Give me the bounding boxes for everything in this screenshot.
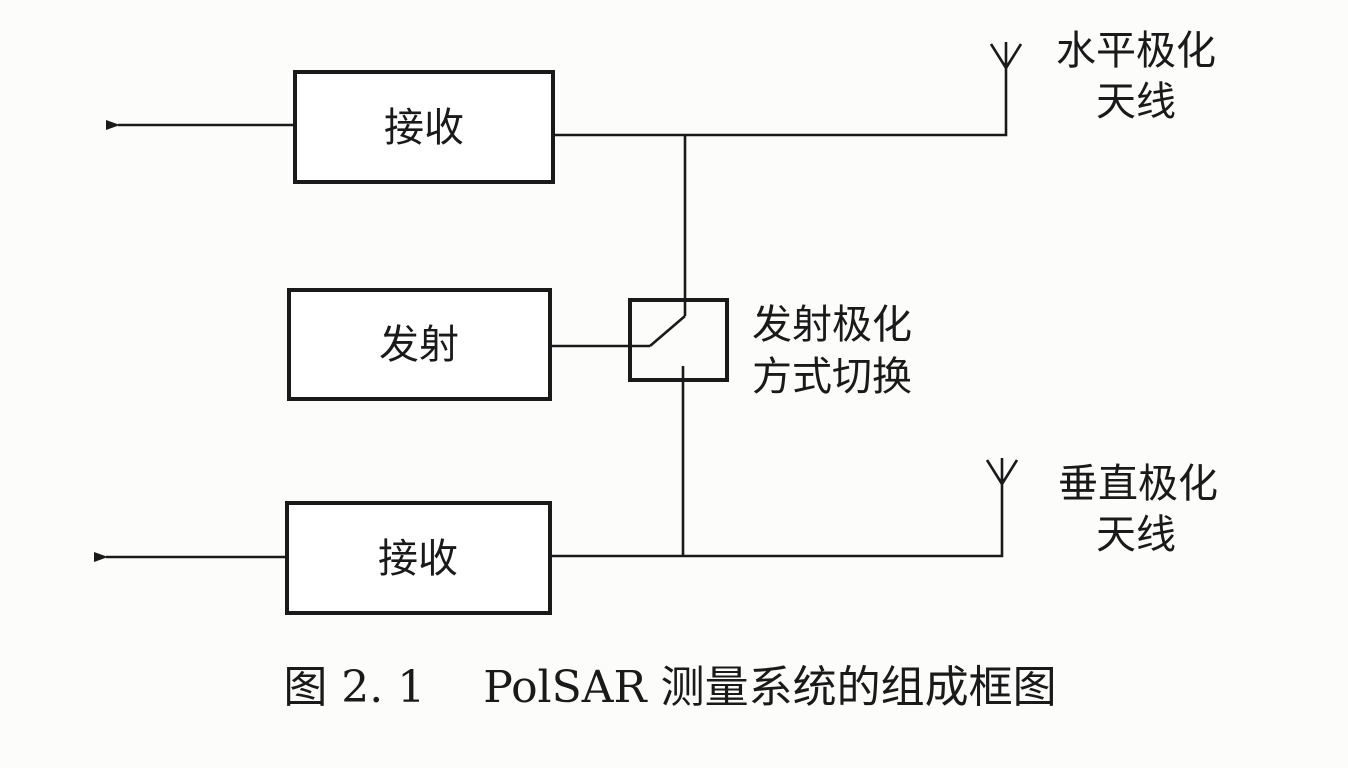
transmitter-label: 发射 <box>379 322 459 368</box>
horizontal-antenna-label-line2: 天线 <box>1096 79 1176 125</box>
horizontal-antenna-feed <box>553 42 1023 137</box>
switch-blade <box>649 315 686 347</box>
polarization-switch <box>550 135 729 556</box>
horizontal-antenna-icon <box>989 42 1023 69</box>
receiver-bottom-block: 接收 <box>285 501 552 615</box>
vertical-antenna-feed <box>550 458 1019 558</box>
vertical-antenna-icon <box>985 458 1019 485</box>
receiver-top-block: 接收 <box>293 70 555 184</box>
receiver-top-box <box>293 70 555 184</box>
switch-box <box>628 298 729 382</box>
vertical-antenna-label-line1: 垂直极化 <box>1058 461 1218 507</box>
vertical-antenna-label: 垂直极化 天线 <box>1058 461 1218 558</box>
horizontal-antenna-label: 水平极化 天线 <box>1056 28 1216 125</box>
transmitter-block: 发射 <box>287 288 552 401</box>
receiver-bottom-box <box>285 501 552 615</box>
horizontal-feed-line <box>553 62 1008 137</box>
switch-label: 发射极化 方式切换 <box>752 302 912 400</box>
figure-caption: 图 2. 1 PolSAR 测量系统的组成框图 <box>283 662 1056 713</box>
vertical-feed-line <box>550 478 1004 558</box>
switch-label-line2: 方式切换 <box>752 354 912 400</box>
switch-label-line1: 发射极化 <box>752 302 912 348</box>
receiver-top-label: 接收 <box>384 105 464 151</box>
receiver-bottom-label: 接收 <box>378 536 458 582</box>
vertical-antenna-label-line2: 天线 <box>1096 512 1176 558</box>
transmitter-box <box>287 288 552 401</box>
horizontal-antenna-label-line1: 水平极化 <box>1056 28 1216 74</box>
